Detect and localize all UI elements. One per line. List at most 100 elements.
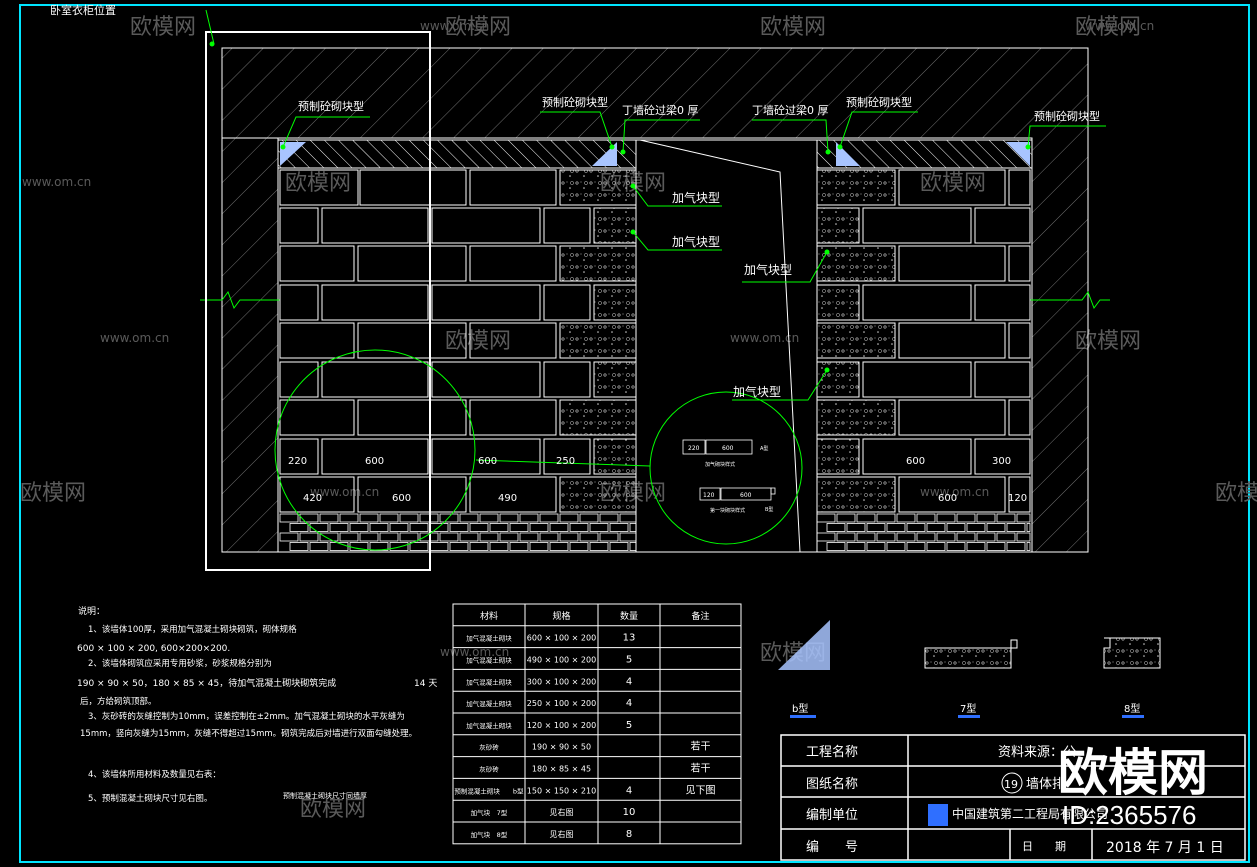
type-7-block <box>924 639 1018 669</box>
type-8-block <box>1103 637 1161 669</box>
detail-circle-left <box>274 349 476 551</box>
date-label: 日 期 <box>1022 840 1066 853</box>
precast-wedge <box>1006 142 1030 166</box>
table-cell: 加气混凝土砌块 <box>466 656 512 665</box>
watermark-site: www.om.cn <box>440 645 509 659</box>
watermark-brand: 欧模网 <box>445 15 511 40</box>
table-header: 备注 <box>691 610 709 622</box>
detail-dim: 600 <box>722 445 734 452</box>
table-cell: 4 <box>626 676 632 687</box>
svg-text:600: 600 <box>938 493 957 504</box>
svg-text:250: 250 <box>556 456 575 467</box>
type-7-label: 7型 <box>960 702 976 715</box>
leaders <box>282 111 1106 401</box>
svg-text:3、灰砂砖的灰缝控制为10mm，误差控制在±2mm。加气混凝: 3、灰砂砖的灰缝控制为10mm，误差控制在±2mm。加气混凝土砌块的水平灰缝为 <box>88 711 405 722</box>
detail-type: A型 <box>760 445 768 452</box>
watermark-brand: 欧模网 <box>445 329 511 354</box>
detail-circle-center <box>649 391 803 545</box>
svg-text:2、该墙体砌筑应采用专用砂浆，砂浆规格分别为: 2、该墙体砌筑应采用专用砂浆，砂浆规格分别为 <box>88 658 272 669</box>
table-cell: 预制混凝土砌块 b型 <box>454 786 524 795</box>
detail-caption: 第一块砌块样式 <box>710 507 745 514</box>
svg-text:600: 600 <box>392 493 411 504</box>
table-cell: 灰砂砖 <box>479 743 499 752</box>
detail-dim: 600 <box>740 492 752 499</box>
sheet-frame <box>19 4 1250 863</box>
watermark-site: www.om.cn <box>920 485 989 499</box>
unit-label: 编制单位 <box>806 808 858 823</box>
title-block <box>780 734 1246 861</box>
svg-text:4、该墙体所用材料及数量见右表：: 4、该墙体所用材料及数量见右表： <box>88 769 221 780</box>
watermark-site: www.om.cn <box>730 331 799 345</box>
table-cell: 490 × 100 × 200 <box>527 656 596 665</box>
table-cell: 加气块 8型 <box>471 830 508 839</box>
notes: 说明： 1、该墙体100厚，采用加气混凝土砌块砌筑，砌体规格 600 × 100… <box>77 605 437 804</box>
svg-text:1、该墙体100厚，采用加气混凝土砌块砌筑，砌体规格: 1、该墙体100厚，采用加气混凝土砌块砌筑，砌体规格 <box>88 624 297 635</box>
watermark-site: www.om.cn <box>22 175 91 189</box>
table-cell: 4 <box>626 785 632 796</box>
precast-wedge <box>280 142 306 166</box>
table-header: 规格 <box>552 610 570 622</box>
table-cell: 600 × 100 × 200 <box>527 634 596 643</box>
label-aerated-block: 加气块型 <box>672 190 720 205</box>
watermark-site: www.om.cn <box>100 331 169 345</box>
table-cell: 灰砂砖 <box>479 765 499 774</box>
wall-dimensions: 220 600 600 250 420 600 490 600 300 600 … <box>288 456 1027 504</box>
table-cell: 300 × 100 × 200 <box>527 677 596 686</box>
watermark-brand: 欧模网 <box>20 481 86 506</box>
type-8-label: 8型 <box>1124 702 1140 715</box>
table-cell: 8 <box>626 829 632 840</box>
table-cell: 13 <box>623 633 636 644</box>
svg-text:120: 120 <box>1008 493 1027 504</box>
table-cell: 见右图 <box>550 829 574 839</box>
wardrobe-outline <box>205 31 431 571</box>
label-aerated-block: 加气块型 <box>672 234 720 249</box>
table-cell: 若干 <box>691 740 711 753</box>
table-cell: 见右图 <box>550 807 574 817</box>
svg-text:190 × 90 × 50，180 × 85 × 45，待加: 190 × 90 × 50，180 × 85 × 45，待加气混凝土砌块砌筑完成 <box>77 677 336 689</box>
svg-text:后，方给砌筑顶部。: 后，方给砌筑顶部。 <box>80 696 157 707</box>
detail-blocks <box>682 439 776 501</box>
watermark-brand: 欧模网 <box>130 15 196 40</box>
drawing-value: 墙体排 <box>1026 777 1065 792</box>
project-label: 工程名称 <box>806 744 858 760</box>
label-aerated-block: 加气块型 <box>733 384 781 399</box>
watermarks: 欧模网 欧模网 欧模网 欧模网 www.om.cn www.om.cn 欧模网 … <box>20 15 1257 822</box>
label-ding-lintel: 丁墙砼过梁0 厚 <box>622 103 699 117</box>
table-cell: 5 <box>626 655 632 666</box>
svg-text:说明：: 说明： <box>78 605 105 617</box>
drawing-label: 图纸名称 <box>806 776 858 792</box>
table-header: 材料 <box>480 610 498 622</box>
type-b-label: b型 <box>792 702 808 715</box>
svg-text:600: 600 <box>365 456 384 467</box>
watermark-brand: 欧模网 <box>760 15 826 40</box>
detail-caption: 加气砌块样式 <box>705 461 735 468</box>
watermark-big-brand: 欧模网 <box>1058 744 1208 802</box>
label-precast-block: 预制砼砌块型 <box>1034 109 1100 123</box>
table-cell: 250 × 100 × 200 <box>527 699 596 708</box>
table-cell: 加气混凝土砌块 <box>466 721 512 730</box>
table-header: 数量 <box>620 610 638 622</box>
type-b-wedge <box>778 620 830 670</box>
brick-base <box>279 513 1031 551</box>
lintel-left <box>277 139 637 169</box>
table-cell: 若干 <box>691 762 711 775</box>
label-precast-block: 预制砼砌块型 <box>846 95 912 109</box>
watermark-site: www.om.cn <box>420 19 489 33</box>
svg-text:420: 420 <box>303 493 322 504</box>
leader-dots <box>280 144 1031 373</box>
watermark-site: www.om.cn <box>310 485 379 499</box>
concrete-surround <box>221 47 1089 553</box>
watermark-brand: 欧模网 <box>300 797 366 822</box>
table-cell: 4 <box>626 698 632 709</box>
company-logo <box>928 804 948 826</box>
table-cell: 加气混凝土砌块 <box>466 699 512 708</box>
table-cell: 加气块 7型 <box>471 808 508 817</box>
label-aerated-block: 加气块型 <box>744 262 792 277</box>
svg-text:300: 300 <box>992 456 1011 467</box>
block-wall-right <box>816 169 1031 513</box>
break-line-right <box>1030 290 1110 310</box>
detail-type: B型 <box>765 506 773 513</box>
watermark-id: ID:2365576 <box>1062 800 1196 830</box>
label-precast-block: 预制砼砌块型 <box>298 99 364 113</box>
